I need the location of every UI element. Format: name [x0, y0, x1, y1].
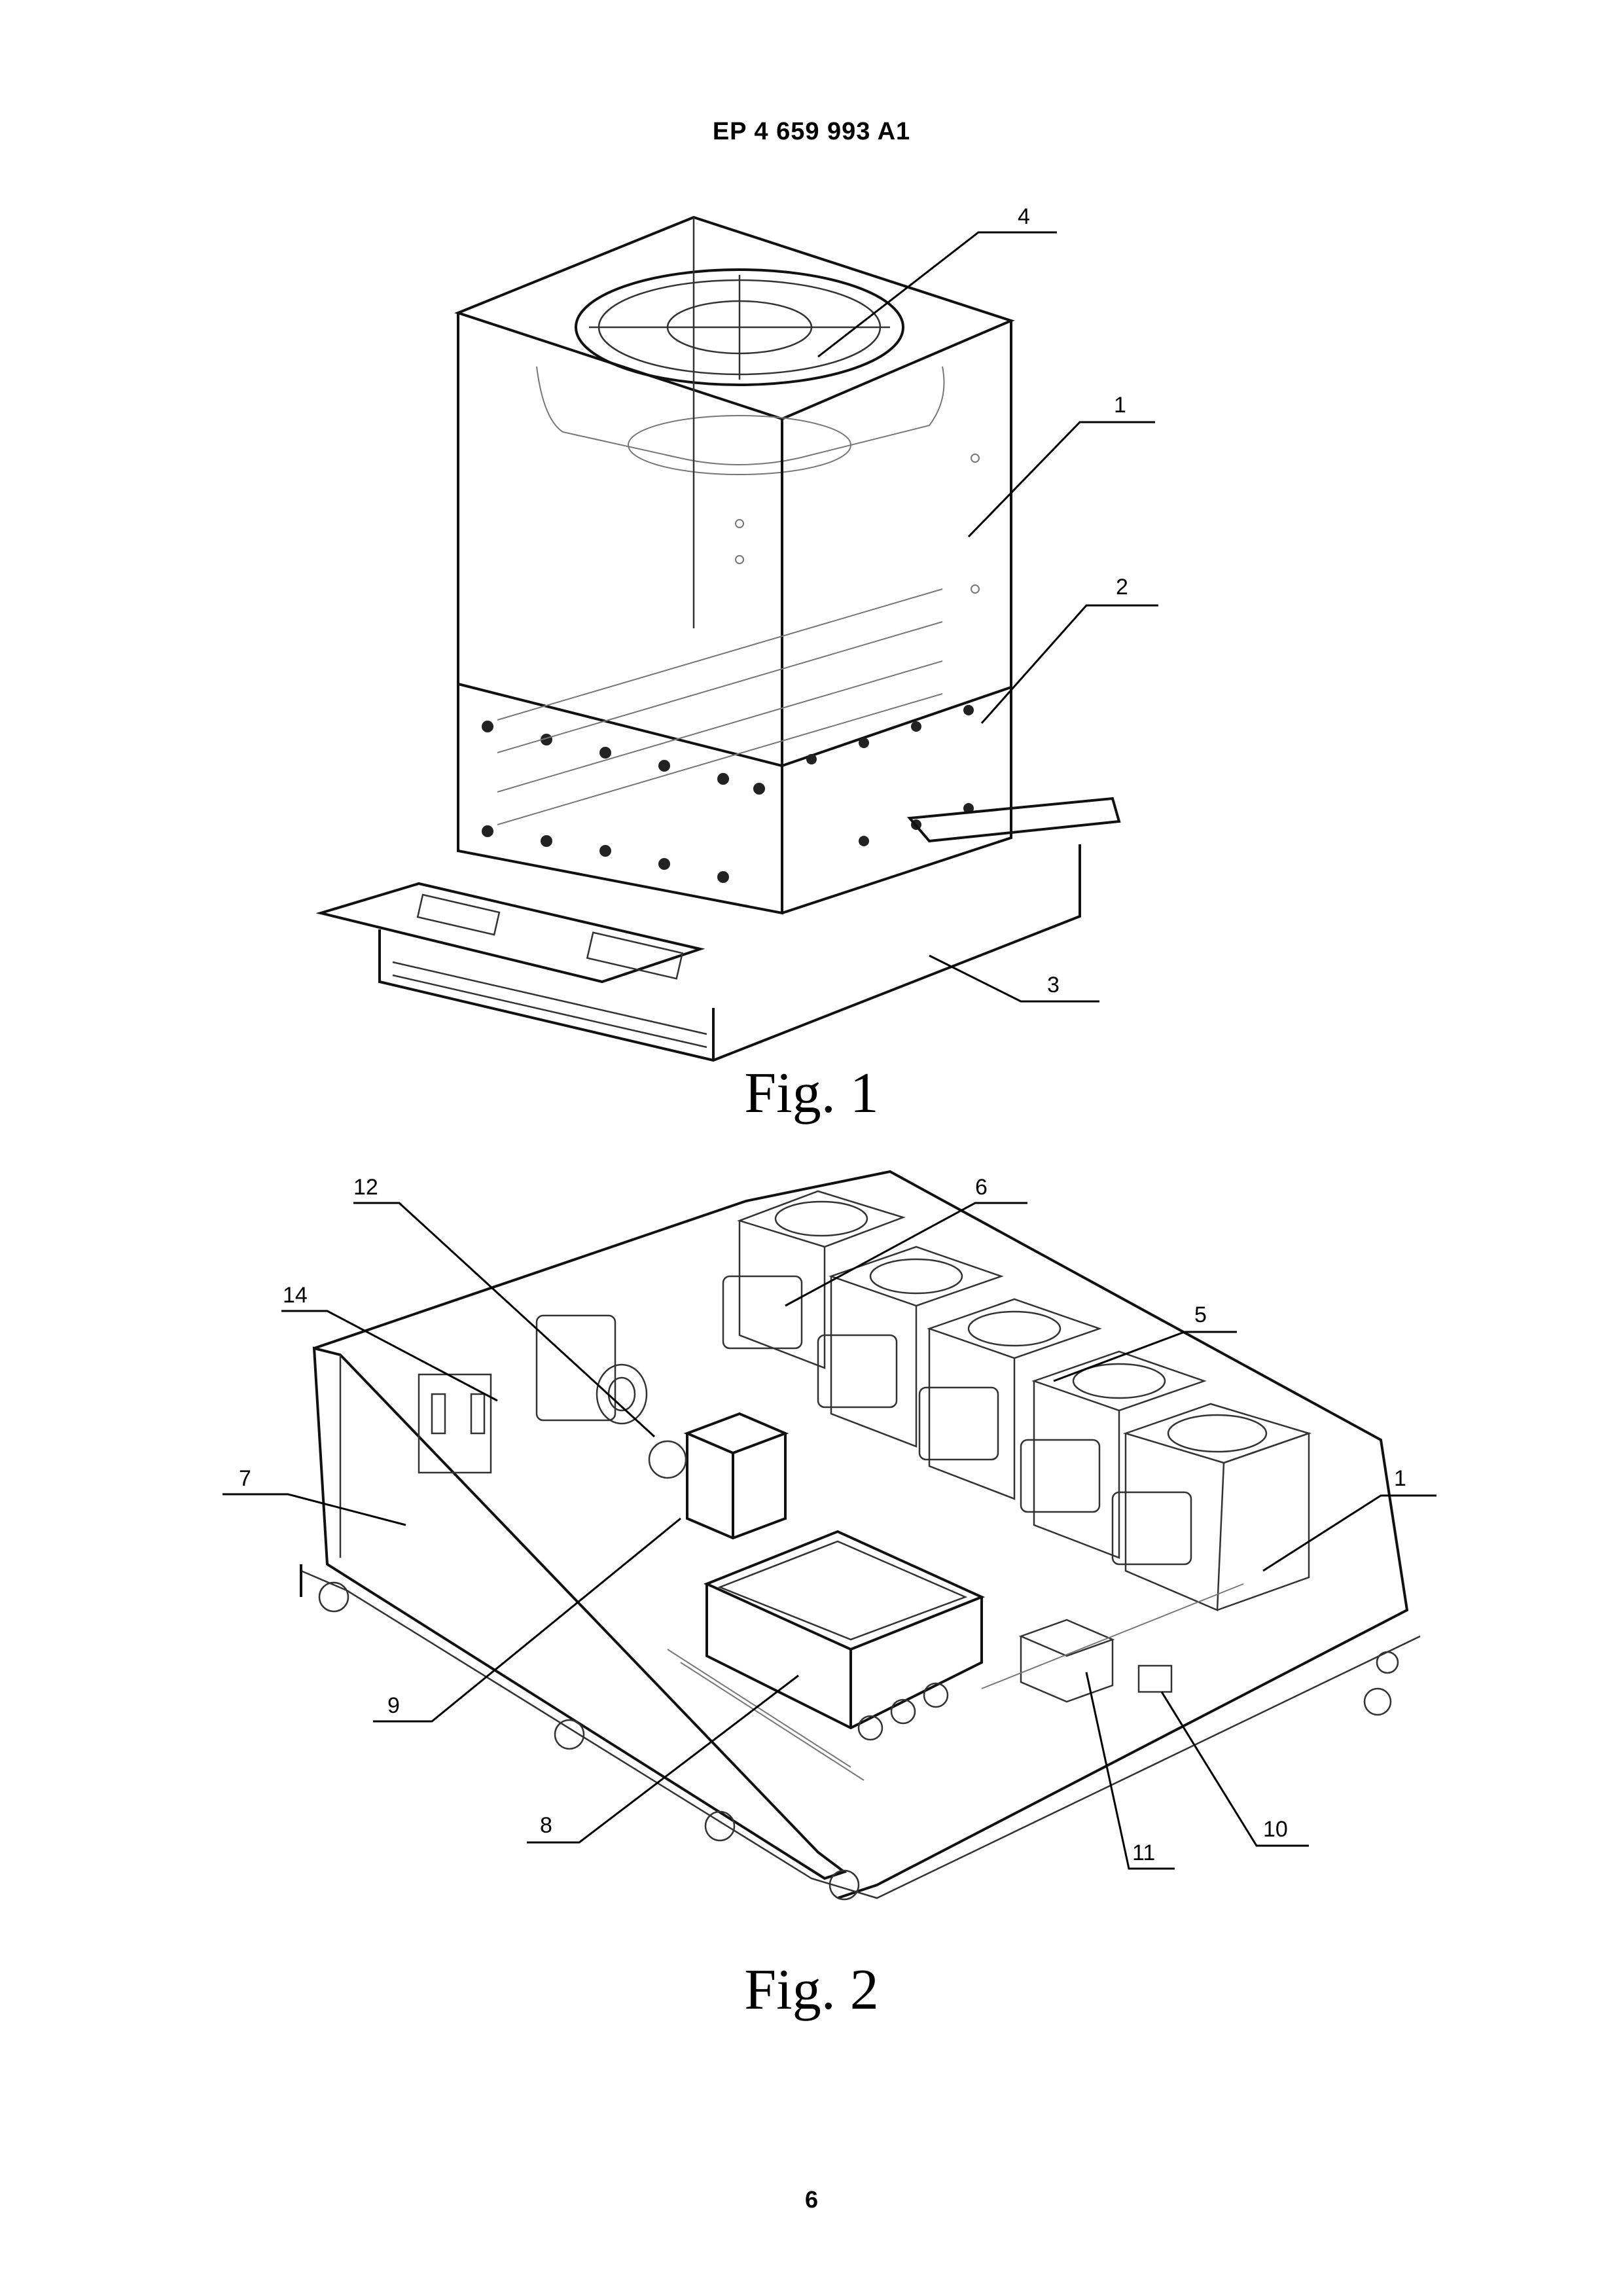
figure-1-caption: Fig. 1	[0, 1060, 1623, 1126]
page-number: 6	[0, 2186, 1623, 2214]
ref-10: 10	[1263, 1817, 1288, 1842]
bolt-row-front	[482, 705, 974, 883]
ref-1-fig2: 1	[1394, 1466, 1406, 1491]
ref-9: 9	[387, 1693, 400, 1718]
ref-1-fig1: 1	[1114, 393, 1126, 418]
ref-12: 12	[353, 1175, 378, 1200]
ref-7: 7	[239, 1466, 251, 1491]
figure-2-drawing	[301, 1172, 1420, 1899]
ref-11: 11	[1132, 1840, 1155, 1865]
ref-4: 4	[1018, 204, 1030, 229]
base-rail-holes	[319, 1583, 1398, 1899]
figure-2-caption: Fig. 2	[0, 1957, 1623, 2023]
ref-5: 5	[1194, 1302, 1207, 1327]
ref-6: 6	[975, 1175, 988, 1200]
ref-3: 3	[1047, 973, 1060, 997]
figure-1-enclosure	[321, 217, 1119, 1060]
module-1b	[831, 1247, 1001, 1446]
module-1d	[1034, 1352, 1204, 1558]
module-1c	[929, 1299, 1099, 1499]
ref-2: 2	[1116, 575, 1128, 600]
module-1a	[740, 1191, 903, 1368]
module-1e	[1126, 1404, 1309, 1610]
figure-1-leaders	[818, 232, 1158, 1001]
ref-14: 14	[283, 1283, 308, 1308]
ref-8: 8	[540, 1813, 552, 1838]
